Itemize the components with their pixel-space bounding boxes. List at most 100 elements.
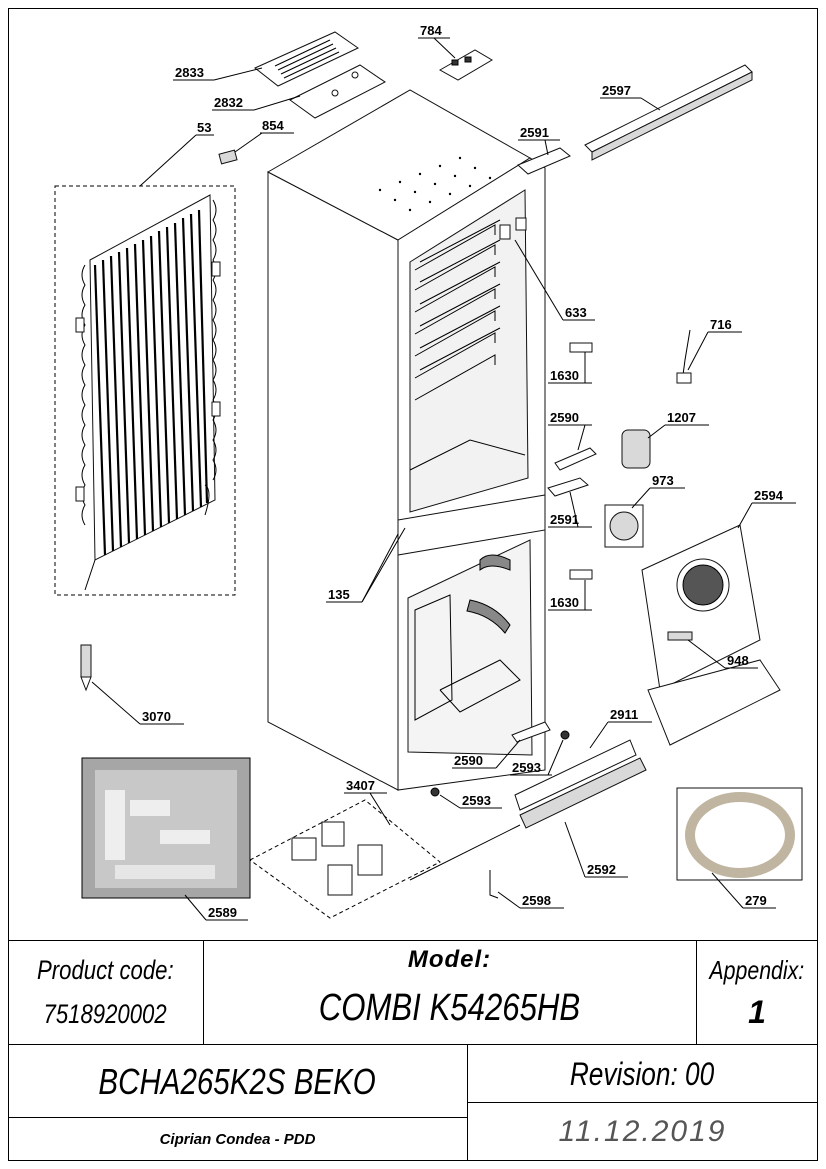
callout-2593-b: 2593 — [439, 793, 502, 809]
cover-1630-top — [569, 342, 593, 353]
hinge-2591-mid — [547, 477, 589, 497]
product-code-value: 7518920002 — [43, 998, 168, 1029]
svg-text:973: 973 — [652, 473, 674, 488]
svg-text:279: 279 — [745, 893, 767, 908]
svg-text:2598: 2598 — [522, 893, 551, 908]
svg-text:633: 633 — [565, 305, 587, 320]
lamp-1207 — [621, 429, 651, 469]
callout-3407: 3407 — [344, 778, 391, 826]
svg-text:948: 948 — [727, 653, 749, 668]
cabinet-body — [266, 89, 546, 791]
hinge-2591-top — [517, 147, 571, 175]
title-rule-top — [8, 940, 818, 941]
panel-2594 — [641, 524, 781, 746]
svg-text:2911: 2911 — [610, 707, 638, 722]
callout-784: 784 — [418, 23, 456, 59]
feet-3407 — [249, 799, 441, 919]
title-rule-revision — [467, 1102, 818, 1103]
callout-2597: 2597 — [600, 83, 661, 111]
pipe-2598 — [409, 824, 521, 899]
title-block: Product code: 7518920002 Model: COMBI K5… — [8, 940, 818, 1161]
callout-1630-top: 1630 — [548, 352, 592, 384]
callout-2590-bottom: 2590 — [452, 739, 521, 769]
callout-279: 279 — [711, 872, 776, 909]
svg-text:1630: 1630 — [550, 595, 579, 610]
callout-633: 633 — [514, 239, 595, 321]
callout-2598: 2598 — [497, 891, 564, 909]
accessory-bag-2589 — [81, 757, 251, 899]
svg-text:2594: 2594 — [754, 488, 784, 503]
plate-2832 — [289, 64, 386, 119]
screw-2593-b — [430, 787, 440, 797]
pen-3070 — [80, 644, 92, 692]
revision: Revision: 00 — [570, 1055, 715, 1092]
svg-text:1207: 1207 — [667, 410, 696, 425]
svg-text:135: 135 — [328, 587, 350, 602]
callout-1207: 1207 — [647, 410, 709, 439]
svg-text:854: 854 — [262, 118, 284, 133]
callout-2593-a: 2593 — [510, 739, 564, 776]
clip-633 — [499, 217, 527, 240]
top-holes — [378, 156, 492, 212]
svg-text:2591: 2591 — [550, 512, 579, 527]
rail-2597 — [584, 64, 753, 161]
callout-135: 135 — [326, 527, 406, 603]
svg-text:2832: 2832 — [214, 95, 243, 110]
callout-53: 53 — [139, 120, 214, 187]
sensor-854 — [218, 149, 238, 165]
callout-3070: 3070 — [91, 681, 184, 725]
svg-text:2833: 2833 — [175, 65, 204, 80]
appendix-label: Appendix: — [709, 954, 805, 985]
date: 11.12.2019 — [558, 1115, 727, 1148]
cover-1630-bottom — [569, 569, 593, 580]
callout-2589: 2589 — [184, 894, 248, 921]
callout-854: 854 — [234, 118, 294, 153]
base-2592 — [519, 757, 647, 829]
callout-948: 948 — [687, 639, 758, 669]
title-rule-v1 — [203, 940, 204, 1044]
callout-2832: 2832 — [212, 95, 301, 111]
svg-text:3070: 3070 — [142, 709, 171, 724]
gasket-279 — [676, 787, 803, 881]
title-rule-author — [8, 1117, 467, 1118]
title-rule-v2 — [696, 940, 697, 1044]
svg-text:2591: 2591 — [520, 125, 549, 140]
callout-2833: 2833 — [173, 65, 263, 81]
condenser-53 — [54, 185, 236, 596]
callout-2594: 2594 — [737, 488, 796, 529]
model-label: Model: — [407, 946, 492, 973]
svg-text:1630: 1630 — [550, 368, 579, 383]
callout-716: 716 — [687, 317, 742, 371]
svg-text:2593: 2593 — [462, 793, 491, 808]
product-code-label: Product code: — [37, 954, 174, 985]
screw-2593-a — [560, 730, 570, 740]
svg-text:53: 53 — [197, 120, 211, 135]
hinge-2590-bottom — [511, 721, 551, 743]
fan-973 — [604, 504, 644, 548]
svg-text:2597: 2597 — [602, 83, 631, 98]
callout-2592: 2592 — [564, 821, 628, 878]
svg-text:2590: 2590 — [550, 410, 579, 425]
callout-2911: 2911 — [589, 707, 652, 749]
grille-2911 — [514, 739, 637, 811]
product-name: BCHA265K2S BEKO — [98, 1061, 377, 1102]
callout-1630-bottom: 1630 — [548, 580, 592, 611]
appendix-value: 1 — [748, 993, 766, 1030]
svg-text:2592: 2592 — [587, 862, 616, 877]
cable-716 — [676, 329, 692, 384]
shelf-rails — [414, 219, 501, 401]
model-value: COMBI K54265HB — [318, 986, 581, 1029]
svg-text:784: 784 — [420, 23, 442, 38]
title-rule-mid — [8, 1044, 818, 1045]
callout-973: 973 — [631, 473, 685, 509]
board-784 — [438, 49, 493, 81]
hinge-2590-mid — [554, 447, 597, 471]
svg-text:2593: 2593 — [512, 760, 541, 775]
callout-2590-mid: 2590 — [548, 410, 592, 451]
callout-2591-mid: 2591 — [548, 491, 592, 528]
page-frame — [8, 8, 818, 1161]
svg-text:3407: 3407 — [346, 778, 375, 793]
exploded-parts-diagram: 2833 784 2832 53 854 2597 2591 633 716 1… — [54, 23, 803, 921]
svg-text:2590: 2590 — [454, 753, 483, 768]
svg-text:2589: 2589 — [208, 905, 237, 920]
